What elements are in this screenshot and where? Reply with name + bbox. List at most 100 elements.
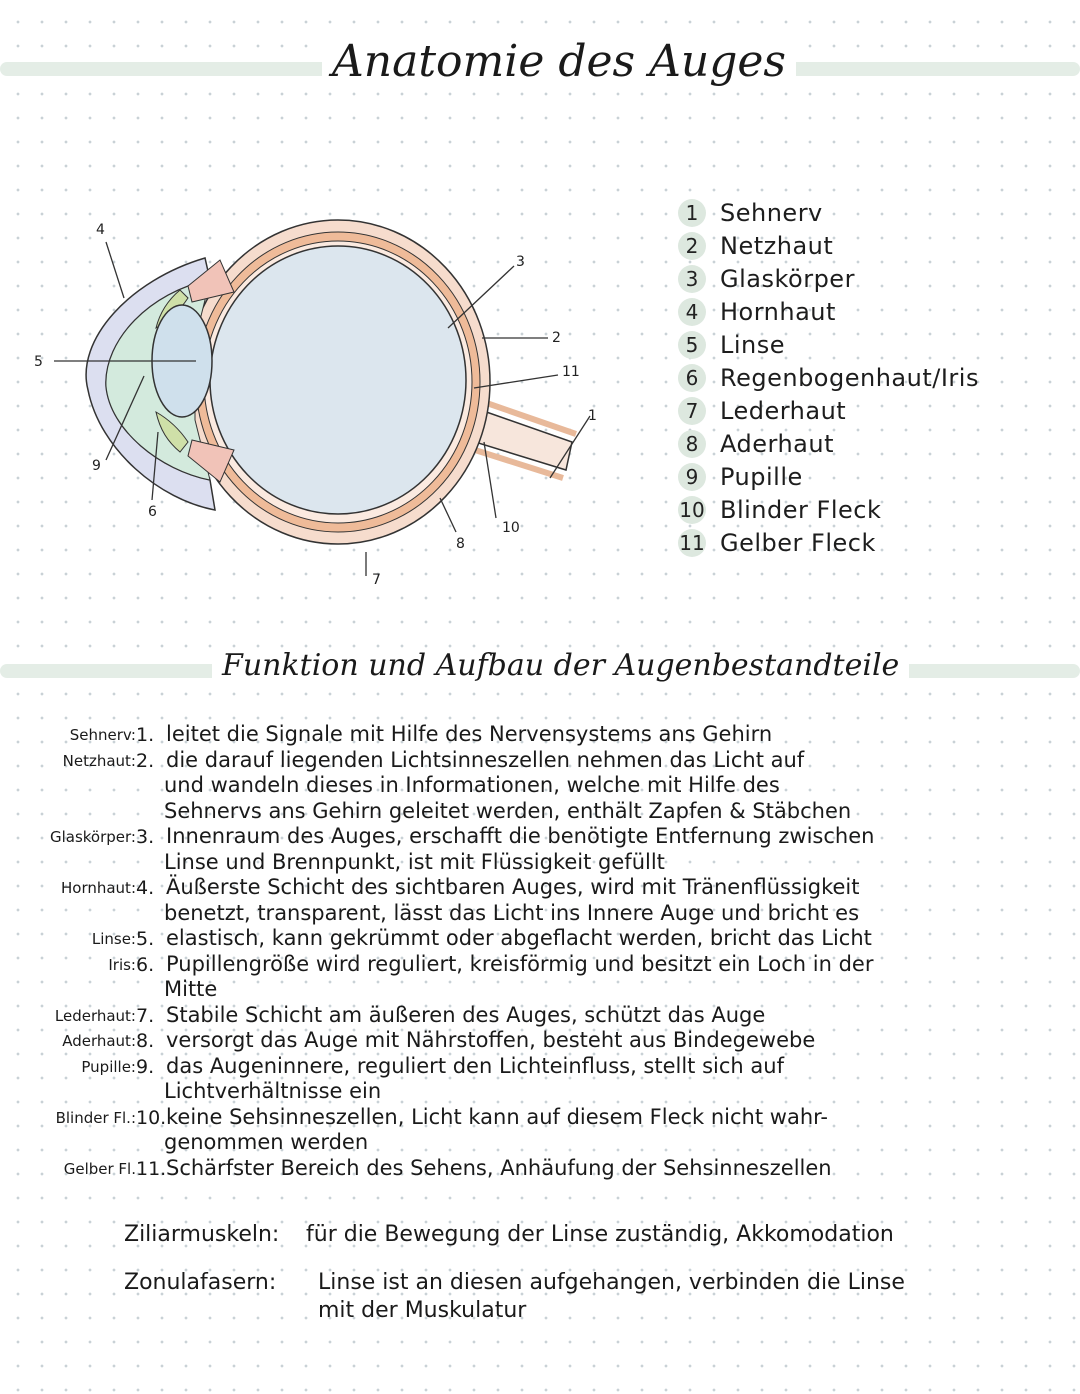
function-text-continued: genommen werden	[164, 1130, 369, 1154]
legend-item: 11 Gelber Fleck	[678, 526, 979, 559]
callout-3: 3	[516, 254, 525, 270]
callout-11: 11	[562, 364, 580, 380]
legend-item: 8 Aderhaut	[678, 427, 979, 460]
function-text-continued: Mitte	[164, 977, 218, 1001]
leader-8	[439, 497, 457, 533]
legend-item: 7 Lederhaut	[678, 394, 979, 427]
function-number: 6.	[136, 953, 155, 976]
callout-6: 6	[148, 504, 157, 520]
function-text: elastisch, kann gekrümmt oder abgeflacht…	[166, 926, 872, 950]
function-text-continued: und wandeln dieses in Informationen, wel…	[164, 773, 780, 797]
legend-number: 7	[678, 396, 706, 425]
function-term: Lederhaut:	[54, 1006, 136, 1025]
iris-bottom	[155, 411, 189, 453]
function-term: Pupille:	[81, 1057, 136, 1076]
eye-diagram: 4 5 3 2 11 1 9 6 8 10 7	[34, 219, 597, 588]
legend-item: 10 Blinder Fleck	[678, 493, 979, 526]
ciliary-top	[187, 259, 235, 303]
legend-number: 10	[678, 495, 706, 524]
legend-label: Pupille	[720, 462, 803, 491]
callout-5: 5	[34, 354, 43, 370]
vitreous-shape	[209, 245, 467, 515]
ciliary-bottom	[187, 439, 235, 483]
legend-label: Linse	[720, 330, 786, 359]
leader-10	[483, 441, 497, 519]
section-title: Funktion und Aufbau der Augenbestandteil…	[212, 648, 910, 683]
callout-2: 2	[552, 330, 561, 346]
leader-4	[105, 241, 125, 299]
legend-item: 4 Hornhaut	[678, 295, 979, 328]
legend-item: 3 Glaskörper	[678, 262, 979, 295]
legend-number: 3	[678, 264, 706, 293]
extra-text: mit der Muskulatur	[318, 1298, 527, 1323]
callout-8: 8	[456, 536, 465, 552]
function-text: Innenraum des Auges, erschafft die benöt…	[166, 824, 875, 848]
legend-label: Glaskörper	[720, 264, 855, 293]
callout-7: 7	[372, 572, 381, 588]
function-text-continued: benetzt, transparent, lässt das Licht in…	[164, 900, 860, 925]
function-text: keine Sehsinneszellen, Licht kann auf di…	[166, 1104, 829, 1129]
legend-number: 11	[678, 528, 706, 557]
legend-number: 4	[678, 297, 706, 326]
function-number: 2.	[136, 749, 155, 772]
function-text: Äußerste Schicht des sichtbaren Auges, w…	[166, 875, 860, 899]
function-text-continued: Sehnervs ans Gehirn geleitet werden, ent…	[164, 798, 852, 823]
function-term: Aderhaut:	[62, 1032, 136, 1050]
function-text: Stabile Schicht am äußeren des Auges, sc…	[166, 1002, 766, 1027]
function-term: Iris:	[108, 955, 136, 974]
function-number: 9.	[136, 1055, 155, 1078]
function-number: 7.	[136, 1004, 155, 1027]
function-text-continued: Linse und Brennpunkt, ist mit Flüssigkei…	[164, 849, 665, 874]
function-term: Netzhaut:	[62, 751, 136, 770]
function-term: Blinder Fl.:	[55, 1108, 136, 1127]
page-title: Anatomie des Auges	[322, 36, 797, 87]
function-number: 8.	[136, 1030, 155, 1052]
legend-item: 9 Pupille	[678, 460, 979, 493]
function-number: 3.	[136, 826, 155, 848]
leader-3	[447, 265, 515, 329]
legend-item: 6 Regenbogenhaut/Iris	[678, 361, 979, 394]
legend-number: 9	[678, 462, 706, 491]
legend-item: 2 Netzhaut	[678, 229, 979, 262]
function-number: 5.	[136, 928, 155, 950]
function-term: Glaskörper:	[49, 828, 136, 846]
function-text-continued: Lichtverhältnisse ein	[164, 1079, 382, 1103]
function-number: 11.	[136, 1157, 167, 1180]
callout-4: 4	[96, 222, 105, 238]
legend-number: 8	[678, 429, 706, 458]
legend-number: 2	[678, 231, 706, 260]
legend-number: 6	[678, 363, 706, 392]
legend-label: Aderhaut	[720, 429, 834, 458]
function-text: leitet die Signale mit Hilfe des Nervens…	[166, 722, 773, 746]
function-text: das Augeninnere, reguliert den Lichteinf…	[166, 1053, 784, 1078]
function-term: Gelber Fl.	[63, 1159, 136, 1178]
leader-1	[549, 415, 591, 479]
extra-term: Ziliarmuskeln:	[124, 1222, 280, 1247]
legend-label: Regenbogenhaut/Iris	[720, 363, 979, 392]
function-term: Sehnerv:	[69, 726, 136, 744]
extra-term: Zonulafasern:	[124, 1270, 277, 1295]
function-number: 10.	[136, 1106, 167, 1129]
leader-11	[473, 374, 559, 389]
legend-label: Hornhaut	[720, 297, 836, 326]
callout-10: 10	[502, 520, 520, 536]
callout-9: 9	[92, 458, 101, 474]
legend-label: Netzhaut	[720, 231, 834, 260]
function-text: versorgt das Auge mit Nährstoffen, beste…	[166, 1028, 816, 1052]
legend-label: Blinder Fleck	[720, 495, 882, 524]
legend-label: Gelber Fleck	[720, 528, 876, 557]
function-term: Linse:	[91, 930, 136, 948]
legend-label: Lederhaut	[720, 396, 847, 425]
legend-number: 1	[678, 198, 706, 227]
callout-1: 1	[588, 408, 597, 424]
function-number: 4.	[136, 877, 155, 899]
optic-nerve-sheath	[474, 397, 577, 481]
leader-6	[151, 431, 159, 501]
function-text: die darauf liegenden Lichtsinneszellen n…	[166, 747, 805, 772]
function-number: 1.	[136, 724, 155, 746]
function-text: Schärfster Bereich des Sehens, Anhäufung…	[166, 1155, 832, 1180]
leader-9	[105, 375, 145, 461]
